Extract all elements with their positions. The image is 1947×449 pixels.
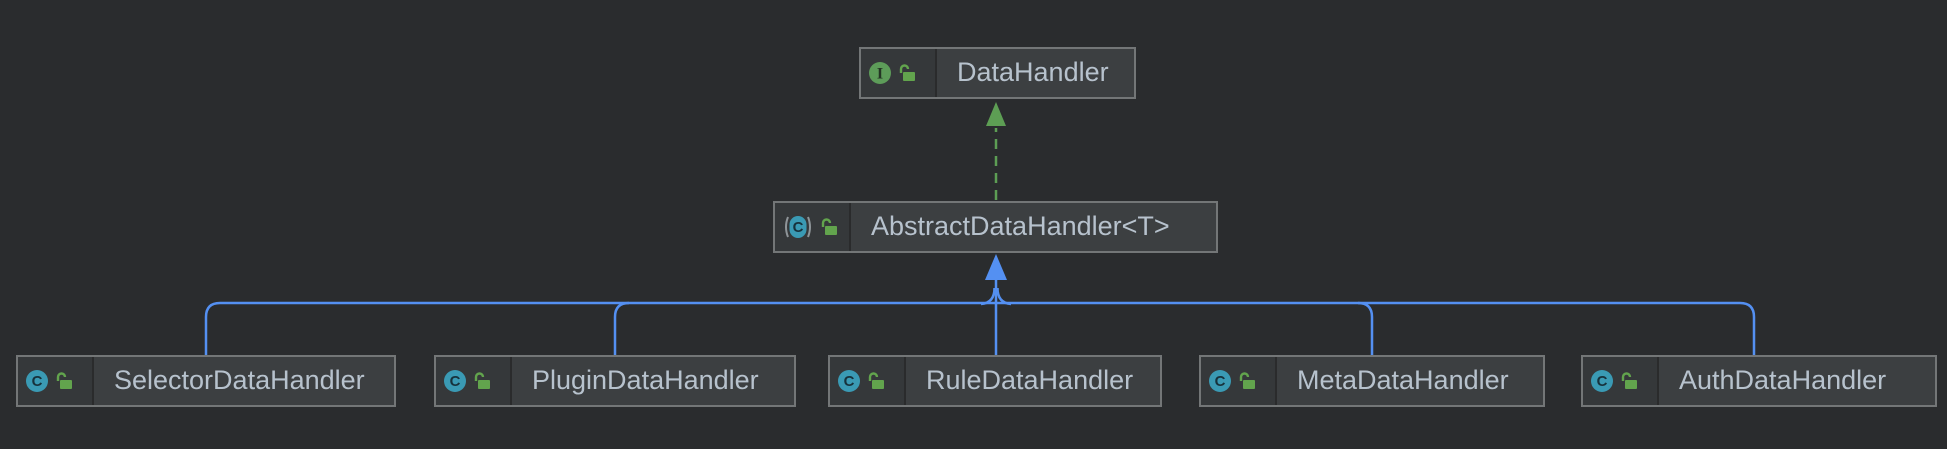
node-icon-band: I [861,49,937,97]
node-title: RuleDataHandler [926,364,1134,395]
class-icon: C [26,370,48,392]
class-icon: C [1209,370,1231,392]
node-title: PluginDataHandler [532,364,759,395]
svg-text:C: C [450,373,461,390]
svg-text:C: C [1215,373,1226,390]
unlocked-lock-icon [868,372,884,389]
realization-arrowhead [986,102,1006,126]
svg-text:C: C [793,219,804,236]
interface-icon: I [869,62,891,84]
svg-text:I: I [877,66,883,83]
svg-text:C: C [844,373,855,390]
node-authdatahandler[interactable]: C AuthDataHandler [1581,355,1937,407]
class-icon: C [444,370,466,392]
class-icon: C [1591,370,1613,392]
meta-stub [1357,301,1374,356]
svg-text:C: C [32,373,43,390]
unlocked-lock-icon [1239,372,1255,389]
realization-edge [986,102,1006,200]
inheritance-arrowhead [985,254,1007,280]
unlocked-lock-icon [821,218,837,235]
node-icon-band: C [1583,357,1659,405]
node-title: DataHandler [957,56,1109,87]
unlocked-lock-icon [899,64,915,81]
stem-fillet-left [980,287,996,306]
inheritance-edges [204,254,1756,356]
node-icon-band: C [775,203,851,251]
stem-fillet-right [996,287,1012,306]
plugin-stub [613,301,630,356]
svg-text:C: C [1597,373,1608,390]
node-metadatahandler[interactable]: C MetaDataHandler [1199,355,1545,407]
node-title: SelectorDataHandler [114,364,365,395]
node-ruledatahandler[interactable]: C RuleDataHandler [828,355,1162,407]
unlocked-lock-icon [1621,372,1637,389]
node-icon-band: C [18,357,94,405]
node-title: AuthDataHandler [1679,364,1887,395]
node-icon-band: C [1201,357,1277,405]
node-title: MetaDataHandler [1297,364,1509,395]
node-datahandler[interactable]: I DataHandler [859,47,1136,99]
unlocked-lock-icon [474,372,490,389]
node-selectordatahandler[interactable]: C SelectorDataHandler [16,355,396,407]
class-icon: C [838,370,860,392]
node-icon-band: C [436,357,512,405]
node-plugindatahandler[interactable]: C PluginDataHandler [434,355,796,407]
node-title: AbstractDataHandler<T> [871,210,1170,241]
node-icon-band: C [830,357,906,405]
inheritance-bus [204,301,1756,356]
unlocked-lock-icon [56,372,72,389]
abstract-class-icon: C [785,216,811,238]
node-abstractdatahandler[interactable]: C AbstractDataHandler<T> [773,201,1218,253]
